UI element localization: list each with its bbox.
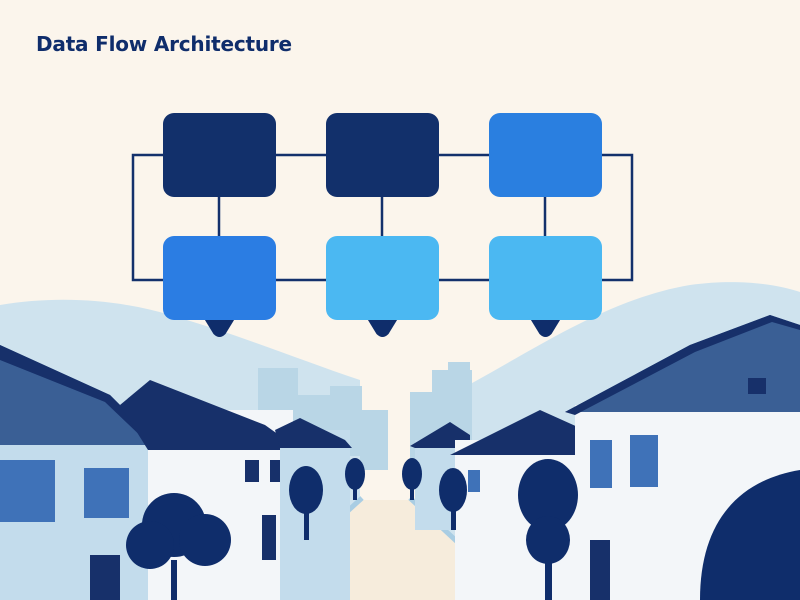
tree-left-1: [126, 493, 231, 600]
node-box: [163, 113, 276, 197]
house-left-3: [275, 418, 352, 600]
connector-outer-loop-right: [602, 153, 634, 282]
diagram-node-n1: [163, 113, 276, 197]
diagram-title: Data Flow Architecture: [36, 32, 292, 56]
diagram-node-n2: [326, 113, 439, 197]
diagram-node-n6: [489, 236, 602, 337]
house-right-3: [565, 315, 800, 600]
node-box: [489, 113, 602, 197]
tree-right-2: [439, 468, 467, 530]
diagram-node-n3: [489, 113, 602, 197]
diagram-connectors: [131, 153, 634, 282]
diagram-node-n5: [326, 236, 439, 337]
connector-outer-loop: [131, 153, 163, 282]
node-box: [326, 236, 439, 320]
tree-left-3: [345, 458, 365, 500]
node-box: [489, 236, 602, 320]
node-box: [326, 113, 439, 197]
tree-right-3: [518, 459, 578, 600]
diagram-node-n4: [163, 236, 276, 337]
node-pin-marker: [528, 316, 563, 337]
node-pin-marker: [365, 316, 400, 337]
diagram-nodes: [163, 113, 602, 337]
node-box: [163, 236, 276, 320]
tree-left-2: [289, 466, 323, 540]
node-pin-marker: [202, 316, 237, 337]
tree-right-1: [402, 458, 422, 500]
house-left-1: [0, 345, 160, 600]
